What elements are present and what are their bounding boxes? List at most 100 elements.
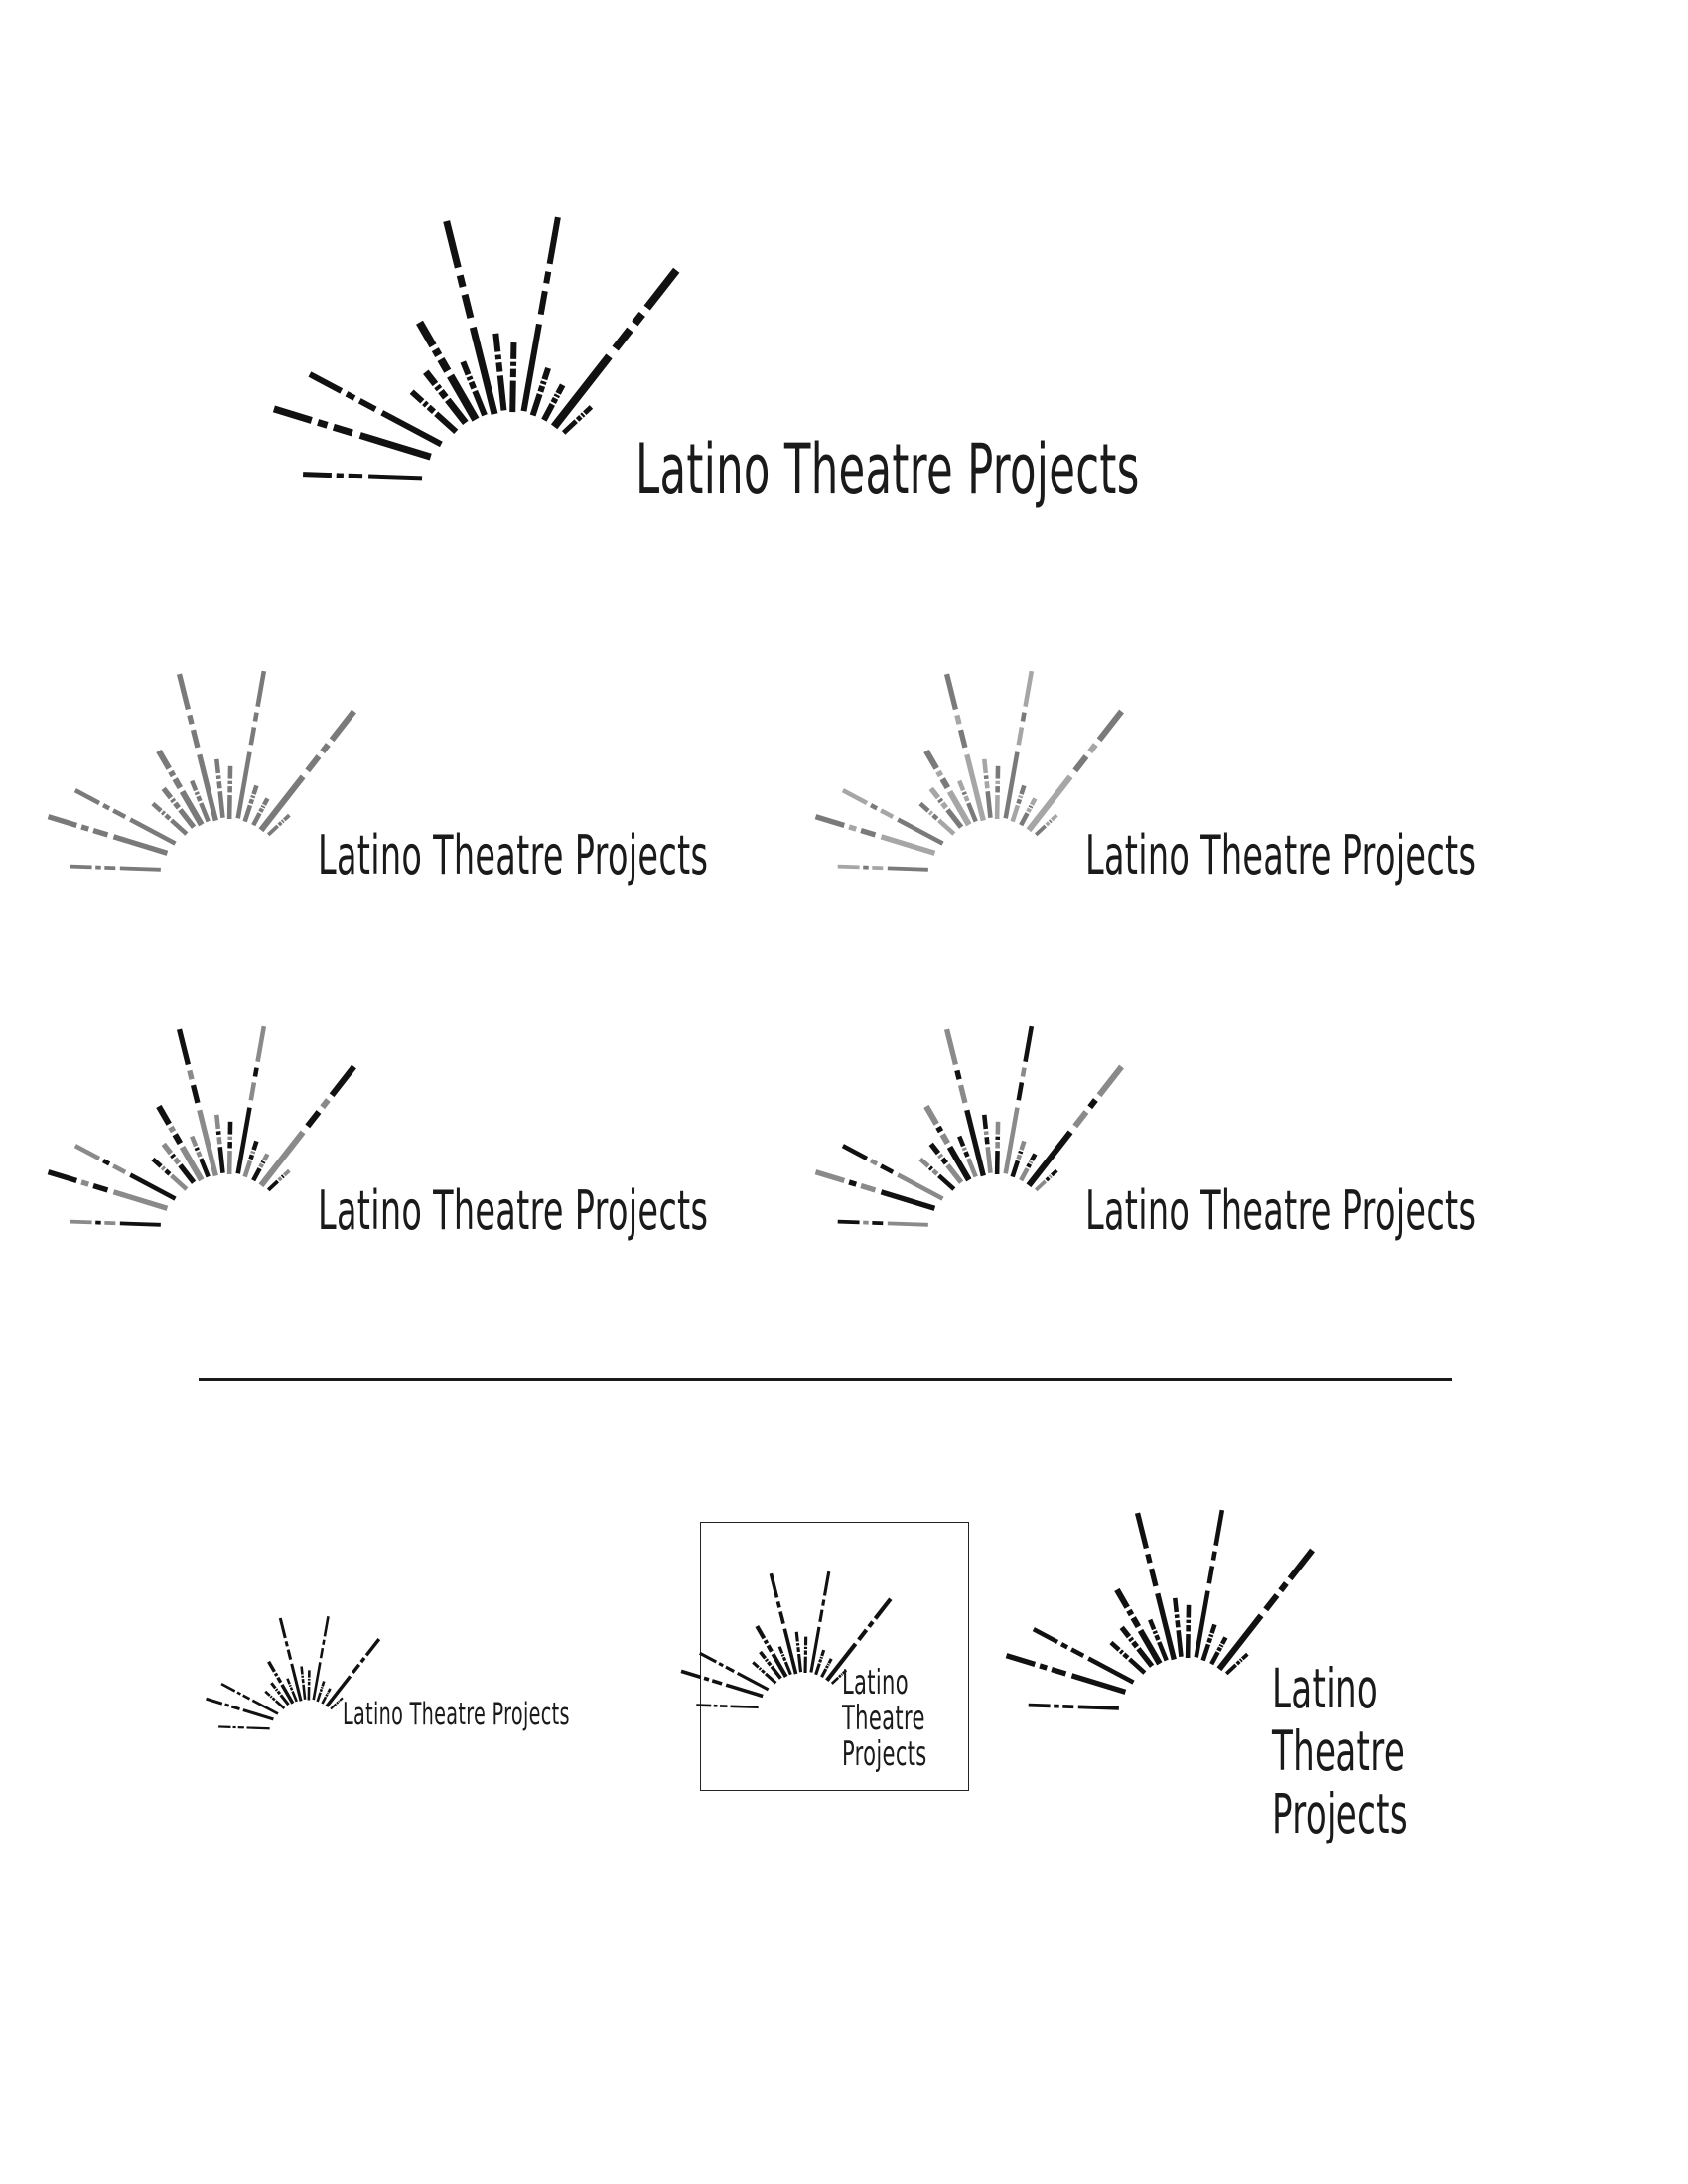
sunburst-ray xyxy=(783,1661,792,1676)
sunburst-ray xyxy=(543,271,552,284)
sunburst-ray xyxy=(187,1069,195,1080)
sunburst-ray xyxy=(837,1219,860,1225)
sunburst-ray xyxy=(1134,1512,1149,1550)
logo-wordmark: Latino Theatre Projects xyxy=(343,1697,570,1732)
sunburst-ray xyxy=(273,1672,279,1677)
sunburst-ray xyxy=(841,788,869,805)
sunburst-ray xyxy=(1048,1174,1053,1179)
sunburst-ray xyxy=(277,1176,283,1182)
sunburst-ray xyxy=(270,1682,277,1690)
sunburst-ray xyxy=(271,1697,276,1702)
sunburst-ray xyxy=(840,1673,844,1676)
sunburst-ray xyxy=(982,758,989,774)
sunburst-ray xyxy=(277,821,283,827)
sunburst-ray xyxy=(286,1649,293,1661)
sunburst-ray xyxy=(351,1663,361,1675)
sunburst-ray xyxy=(1220,1636,1228,1645)
sunburst-ray xyxy=(492,333,501,352)
sunburst-ray xyxy=(170,797,177,804)
sunburst-ray xyxy=(1176,1630,1184,1658)
sunburst-ray xyxy=(160,1165,167,1171)
sunburst-ray xyxy=(680,1669,702,1680)
sunburst-ray xyxy=(217,791,225,819)
sunburst-ray xyxy=(1030,1153,1038,1161)
sunburst-ray xyxy=(767,1661,773,1667)
sunburst-ray xyxy=(206,1697,223,1706)
sunburst-ray xyxy=(161,1142,174,1156)
sunburst-ray xyxy=(431,347,443,358)
sunburst-ray xyxy=(447,373,480,422)
sunburst-ray xyxy=(966,1158,978,1178)
sunburst-ray xyxy=(961,1147,967,1152)
sunburst-ray xyxy=(869,803,879,811)
sunburst-ray xyxy=(1045,1176,1051,1182)
sunburst-ray xyxy=(778,1611,785,1625)
sunburst-ray xyxy=(1026,1130,1073,1188)
sunburst-ray xyxy=(957,779,966,792)
sunburst-ray xyxy=(272,405,313,424)
sunburst-ray xyxy=(945,808,964,829)
sunburst-ray xyxy=(887,1221,928,1227)
sunburst-ray xyxy=(541,366,551,381)
sunburst-ray xyxy=(255,1025,267,1063)
sunburst-ray xyxy=(258,1162,265,1168)
sunburst-ray xyxy=(214,1114,221,1130)
sunburst-ray xyxy=(982,1114,989,1130)
sunburst-ray xyxy=(196,1151,203,1158)
logo-primary: Latino Theatre Projects xyxy=(272,164,1139,510)
sunburst-ray xyxy=(1157,1641,1169,1662)
sunburst-ray xyxy=(255,670,267,708)
sunburst-ray xyxy=(1240,1652,1249,1661)
sunburst-ray xyxy=(173,1157,181,1165)
sunburst-ray xyxy=(1032,1627,1059,1644)
sunburst-ray xyxy=(176,1028,191,1066)
sunburst-ray xyxy=(1216,1613,1264,1672)
sunburst-ray xyxy=(946,789,972,827)
sunburst-ray xyxy=(230,1705,240,1710)
sunburst-ray xyxy=(918,1157,930,1168)
sunburst-ray xyxy=(821,1599,826,1606)
sunburst-ray xyxy=(880,834,936,856)
sunburst-ray xyxy=(777,1646,784,1655)
sunburst-ray xyxy=(1059,1642,1069,1650)
sunburst-ray xyxy=(984,1136,990,1145)
sunburst-ray xyxy=(320,1098,331,1110)
sunburst-ray xyxy=(964,1109,986,1177)
sunburst-ray xyxy=(1126,1608,1135,1617)
sunburst-ray xyxy=(860,828,877,838)
sunburst-icon xyxy=(47,1025,356,1227)
sunburst-ray xyxy=(319,1647,325,1659)
logo-wordmark: Latino Theatre Projects xyxy=(1085,824,1477,887)
sunburst-ray xyxy=(112,808,127,819)
sunburst-ray xyxy=(561,419,578,435)
sunburst-ray xyxy=(276,1676,283,1684)
sunburst-ray xyxy=(445,397,469,426)
sunburst-ray xyxy=(242,804,253,823)
sunburst-ray xyxy=(943,673,958,711)
sunburst-ray xyxy=(764,1658,770,1663)
sunburst-ray xyxy=(643,267,680,311)
sunburst-ray xyxy=(329,1064,356,1098)
sunburst-ray xyxy=(246,1726,270,1730)
sunburst-ray xyxy=(1020,712,1027,722)
sunburst-ray xyxy=(173,801,181,810)
sunburst-ray xyxy=(923,749,939,770)
sunburst-ray xyxy=(760,1669,766,1675)
sunburst-ray xyxy=(168,1125,177,1134)
sunburst-ray xyxy=(1003,751,1020,819)
sunburst-ray xyxy=(818,1658,823,1663)
sunburst-ray xyxy=(248,1154,255,1160)
sunburst-ray xyxy=(718,1662,724,1668)
sunburst-ray xyxy=(1109,1640,1121,1652)
sunburst-ray xyxy=(236,1691,241,1696)
sunburst-ray xyxy=(632,311,645,327)
sunburst-ray xyxy=(101,1159,111,1166)
sunburst-ray xyxy=(443,220,462,269)
sunburst-ray xyxy=(1019,812,1030,827)
sunburst-ray xyxy=(323,1616,330,1637)
sunburst-ray xyxy=(1224,1663,1238,1676)
sunburst-ray xyxy=(818,1609,824,1623)
sunburst-ray xyxy=(282,1168,291,1177)
wordmark-line-2: Theatre xyxy=(842,1699,925,1738)
sunburst-ray xyxy=(1018,1150,1024,1155)
